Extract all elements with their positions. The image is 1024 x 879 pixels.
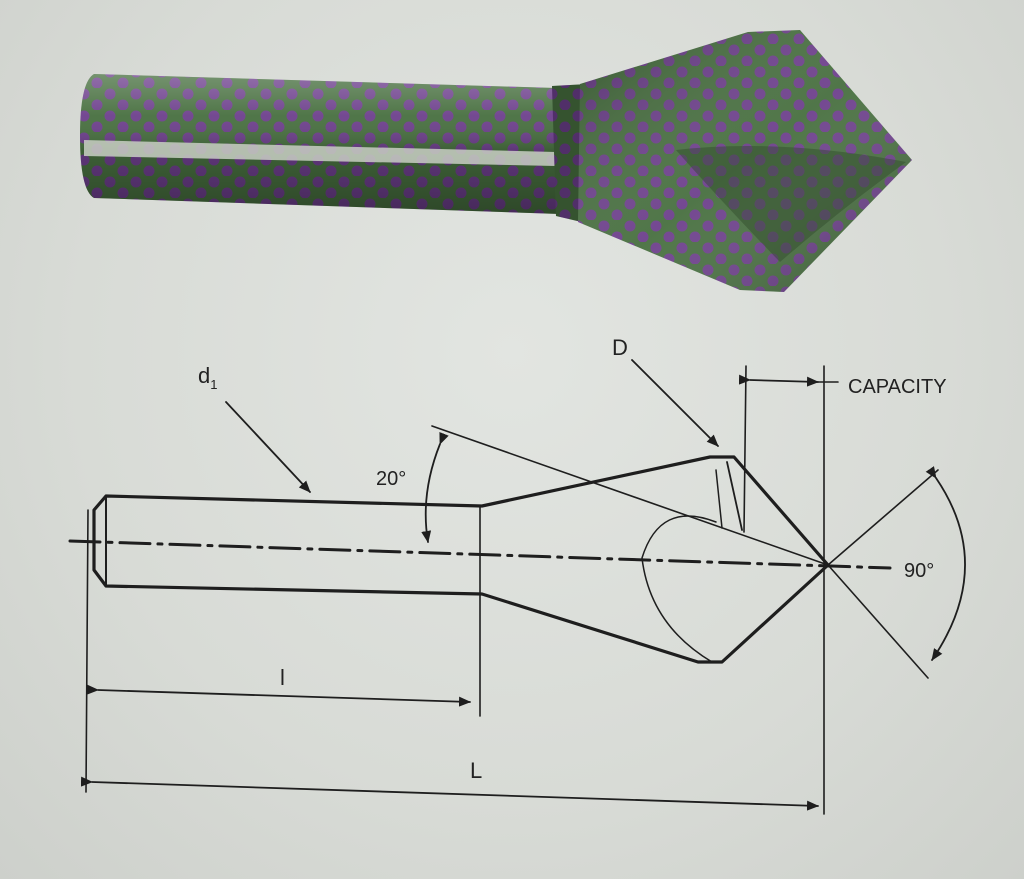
angle-90-arc (925, 466, 966, 661)
extension-line-left (85, 509, 89, 793)
label-angle-20: 20° (376, 468, 406, 490)
angle-20-arc (421, 431, 449, 543)
labels: d1 D CAPACITY 20° 90° l L (198, 335, 947, 783)
leader-D (631, 359, 719, 447)
flute-curve (641, 515, 717, 663)
label-D: D (612, 335, 628, 360)
shank-flat (84, 140, 556, 166)
label-l: l (280, 665, 285, 690)
technical-drawing (68, 359, 966, 815)
label-angle-90: 90° (904, 560, 934, 582)
flute-photo (676, 146, 906, 262)
collar-edge (726, 461, 743, 531)
point-angle-line-upper (827, 469, 939, 566)
label-L: L (470, 758, 482, 783)
extension-line-capacity (743, 365, 747, 533)
dimension-capacity (738, 374, 819, 387)
point-angle-line-lower (827, 564, 929, 679)
label-d1: d1 (198, 363, 217, 392)
leader-d1 (225, 401, 311, 493)
dimension-l (86, 684, 471, 707)
taper-reference-line (431, 425, 829, 566)
label-capacity: CAPACITY (848, 376, 947, 398)
tool-photo (80, 30, 912, 292)
dimension-L (80, 776, 819, 811)
tool-outline (92, 455, 830, 664)
